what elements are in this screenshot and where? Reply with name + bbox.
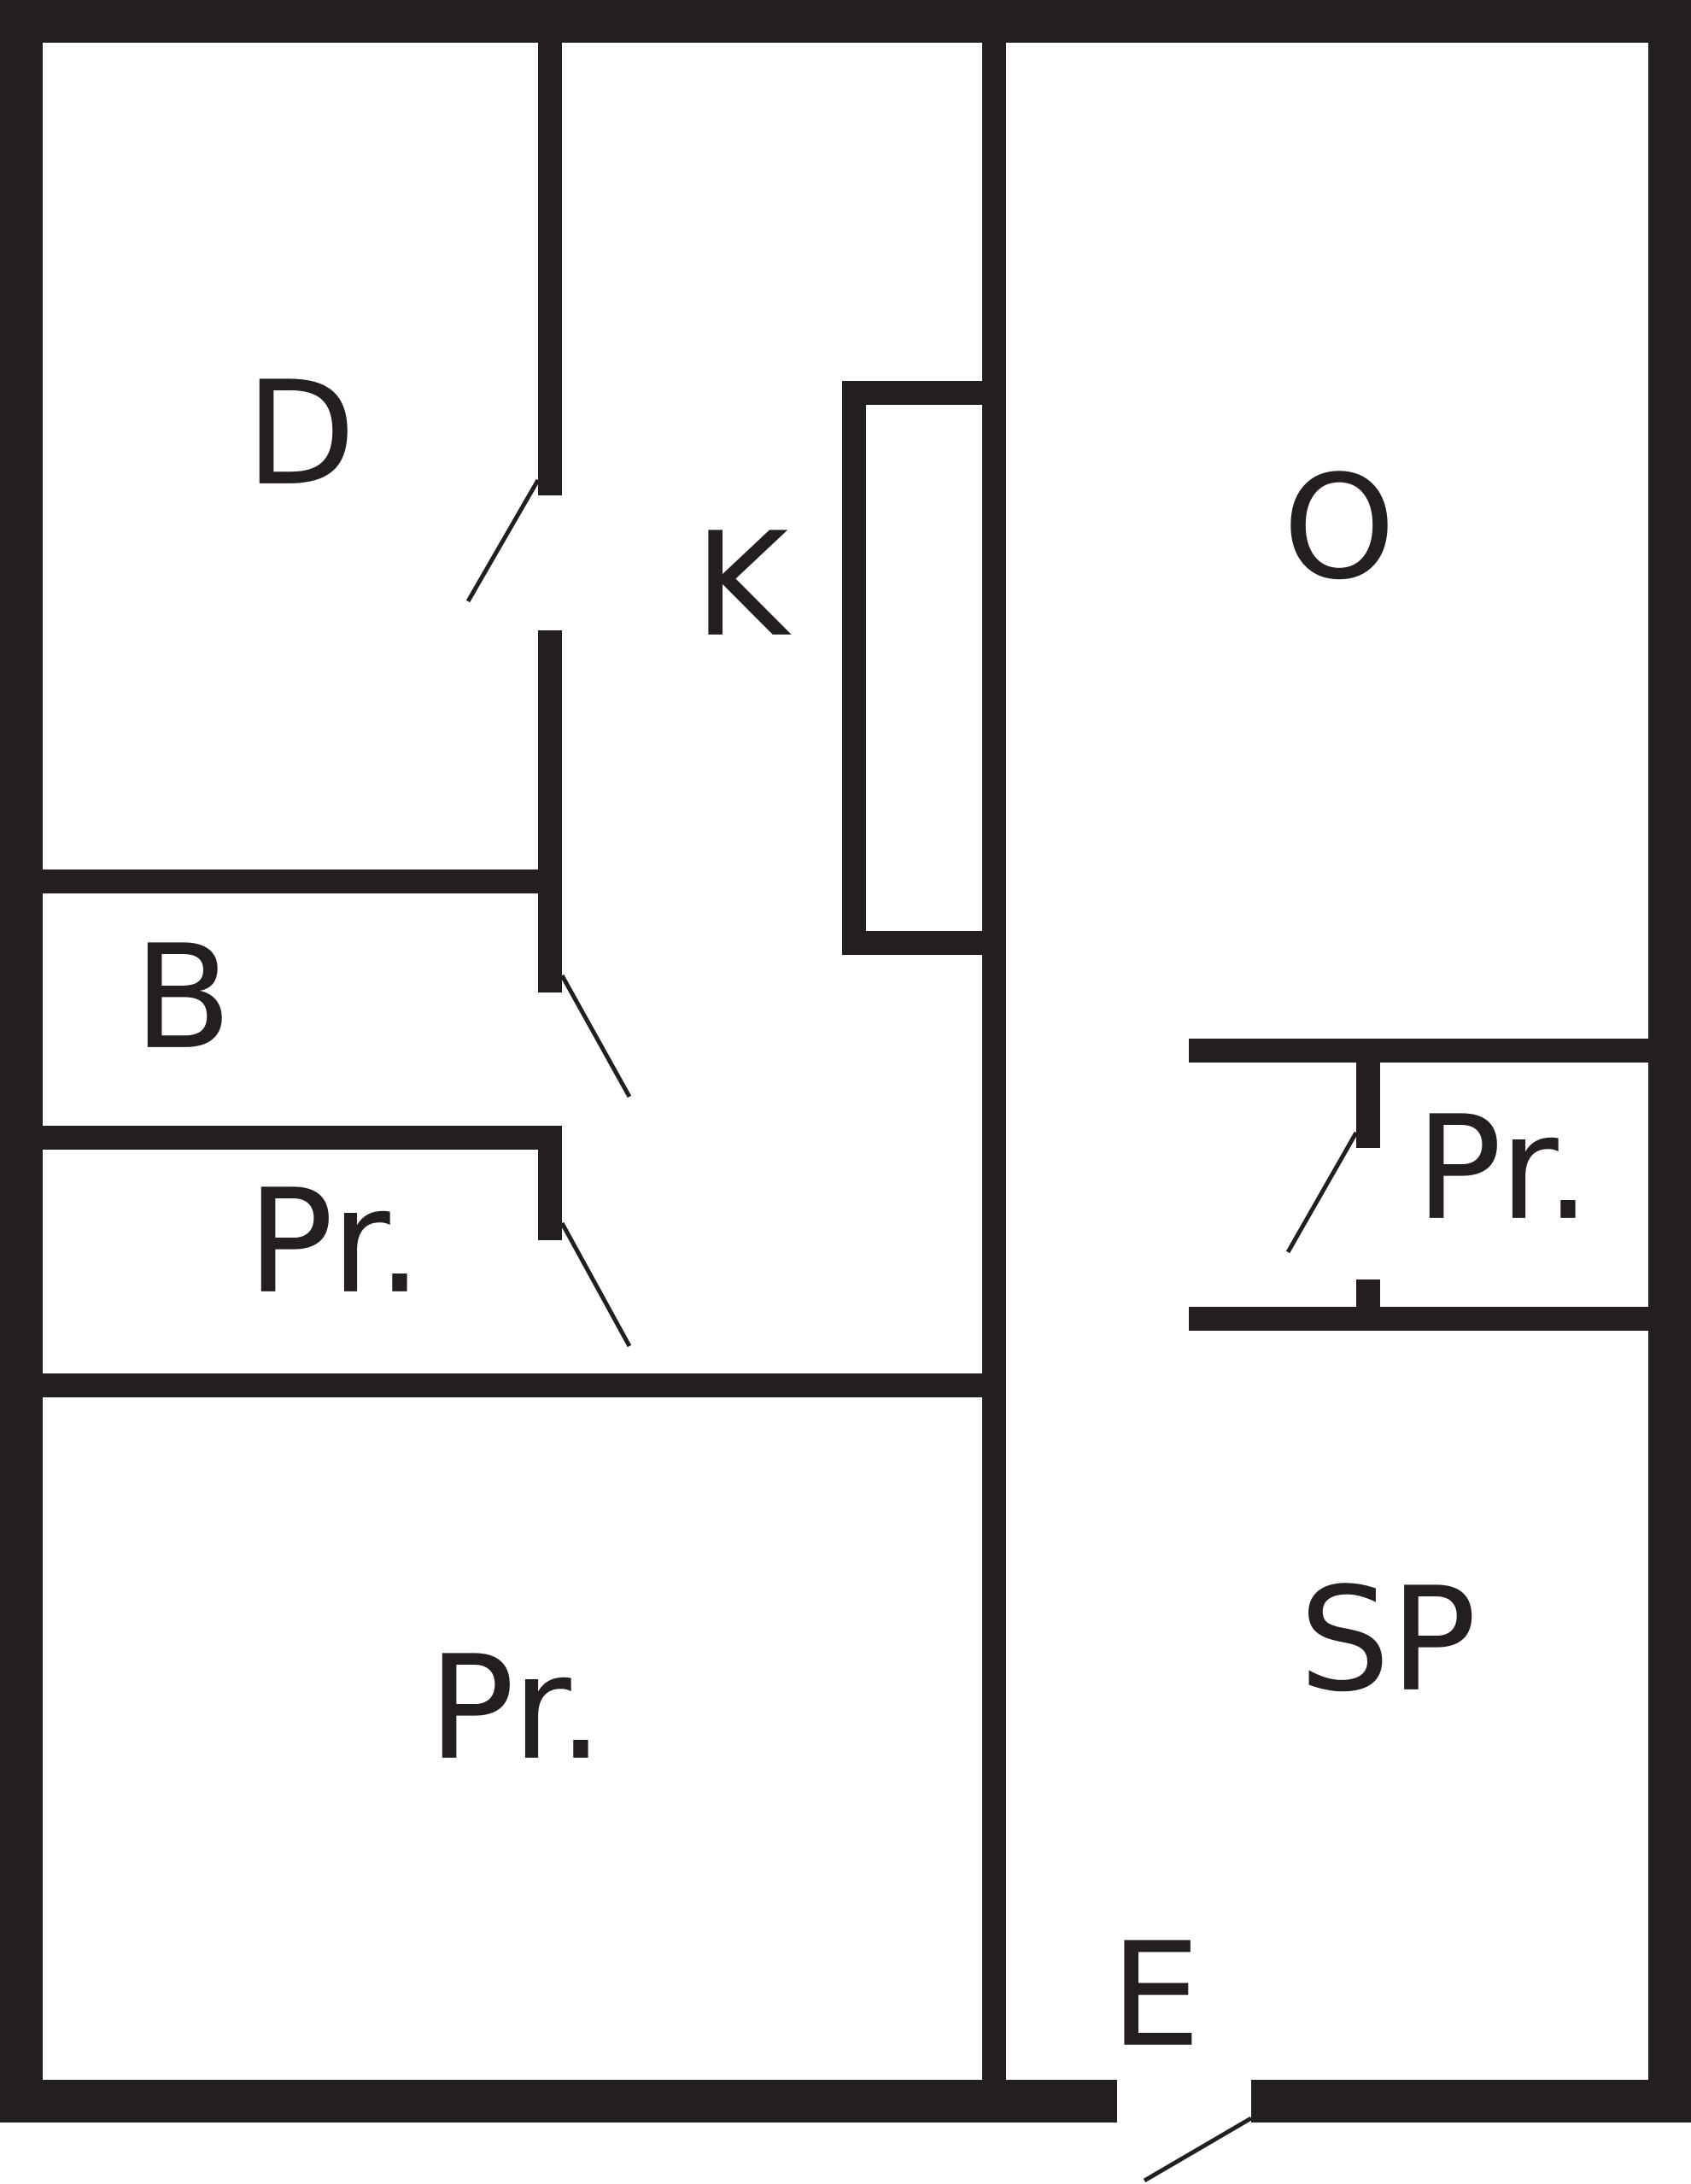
door-prright — [1285, 1131, 1359, 1254]
outer-wall-bottom-left — [0, 2080, 1117, 2123]
room-label-pr-small-left: Pr. — [247, 1158, 422, 1326]
wall-d-b — [43, 870, 538, 893]
wall-b-pr — [43, 1126, 562, 1150]
wall-prright-sp — [1189, 1307, 1648, 1331]
room-label-pr-small-right: Pr. — [1415, 1085, 1590, 1252]
wall-d-k-upper — [538, 43, 562, 495]
outer-wall-bottom-right — [1251, 2080, 1691, 2123]
wall-prright-door-upper — [1356, 1063, 1380, 1148]
room-label-d: D — [245, 350, 355, 518]
room-labels: D K O B Pr. Pr. Pr. SP E — [133, 350, 1590, 2079]
door-d-k — [465, 478, 541, 603]
room-label-e: E — [1110, 1912, 1201, 2079]
center-wall — [982, 43, 1006, 2080]
door-swings — [465, 478, 1359, 2183]
wall-o-prright — [1189, 1039, 1648, 1063]
wall-pr-prlarge — [43, 1373, 982, 1397]
door-b-k — [559, 974, 632, 1098]
room-label-sp: SP — [1299, 1556, 1477, 1724]
room-label-b: B — [133, 914, 231, 1081]
cabinet-outline — [842, 381, 1006, 955]
door-pr-k — [559, 1221, 632, 1348]
room-label-pr-large: Pr. — [428, 1625, 603, 1792]
room-label-k: K — [694, 501, 792, 669]
wall-prright-door-lower — [1356, 1279, 1380, 1307]
wall-d-k-lower — [538, 630, 562, 992]
door-entrance — [1143, 2116, 1253, 2183]
outer-wall-top — [0, 0, 1691, 43]
walls — [0, 0, 1691, 2123]
room-label-o: O — [1283, 444, 1396, 612]
outer-wall-left — [0, 0, 43, 2123]
outer-wall-right — [1648, 0, 1691, 2123]
